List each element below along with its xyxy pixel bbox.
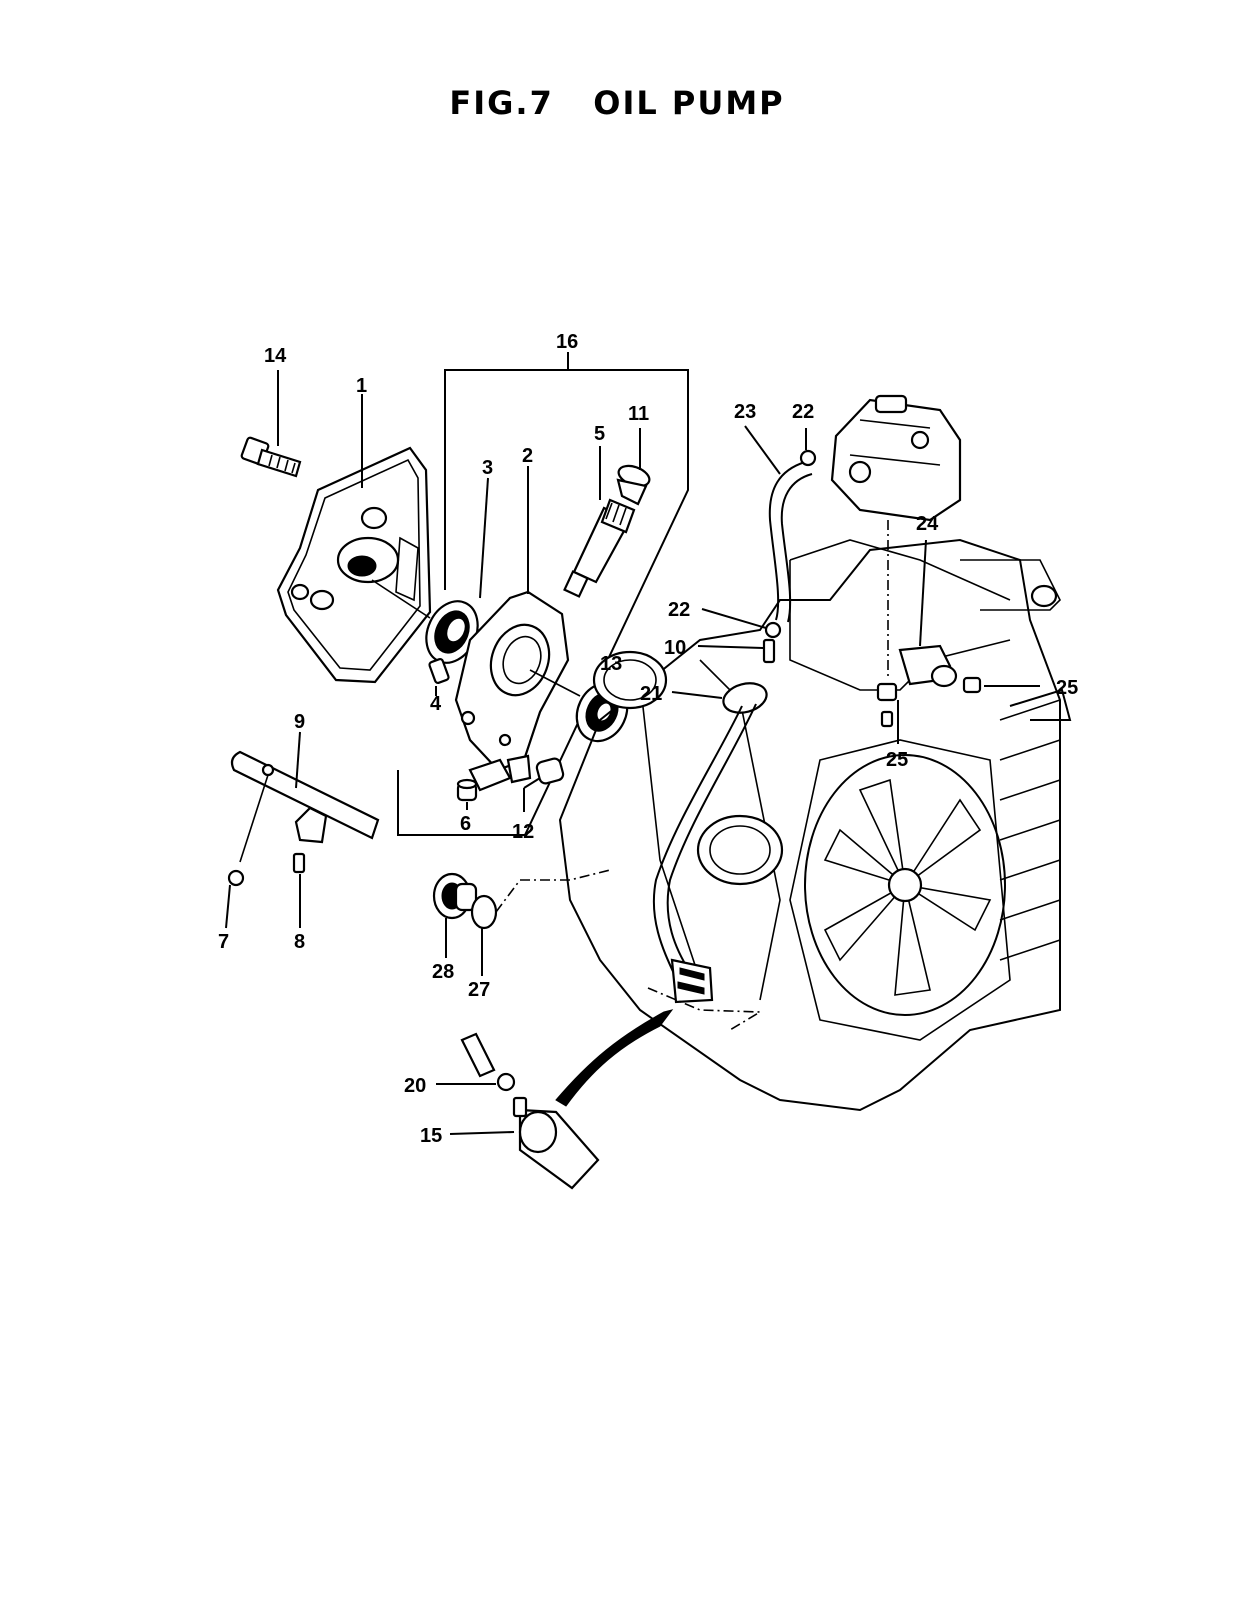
callout-22-lower: 22: [668, 599, 690, 621]
carburetor: [830, 394, 962, 680]
location-arrow: [555, 1009, 674, 1107]
callout-9: 9: [294, 711, 305, 733]
assembly-16-bracket: [397, 352, 689, 836]
callout-21: 21: [640, 683, 662, 705]
part-20-filter-nut: [436, 1032, 516, 1092]
callout-11: 11: [628, 403, 649, 425]
callout-8: 8: [294, 931, 305, 953]
callout-25-lower: 25: [886, 749, 908, 771]
callout-6: 6: [460, 813, 471, 835]
part-28-plug: [432, 872, 478, 958]
callout-27: 27: [468, 979, 490, 1001]
callout-23: 23: [734, 401, 756, 423]
part-8-pin: [292, 852, 306, 928]
part-21-grommet: [671, 682, 768, 714]
callout-12: 12: [512, 821, 534, 843]
part-15-oil-filter: [449, 1096, 600, 1190]
callout-4: 4: [430, 693, 442, 715]
part-1-cover-plate: [276, 394, 432, 684]
crankcase: [558, 538, 1072, 1112]
part-27-o-ring: [470, 869, 611, 976]
part-22-fitting-lower: [701, 608, 782, 639]
callout-28: 28: [432, 961, 454, 983]
part-25-clip-right: [962, 676, 1040, 694]
oil-suction-line: [647, 703, 763, 1031]
callout-7: 7: [218, 931, 229, 953]
part-4-pin: [428, 658, 450, 696]
part-22-fitting-top: [799, 428, 817, 467]
part-10-connector: [697, 638, 776, 664]
callout-24: 24: [916, 513, 939, 535]
part-9-adjuster: [230, 731, 380, 863]
callout-22-top: 22: [792, 401, 814, 423]
callout-1: 1: [356, 375, 367, 397]
callout-20: 20: [404, 1075, 426, 1097]
callout-2: 2: [522, 445, 533, 467]
callout-labels: 14 1 16 3 2 5 11 23 22 24 22 10 13 21 25…: [218, 331, 1078, 1147]
callout-15: 15: [420, 1125, 442, 1147]
flywheel-fan: [804, 754, 1006, 1016]
callout-10: 10: [664, 637, 686, 659]
figure-title: FIG.7 OIL PUMP: [449, 84, 785, 122]
part-12-plug: [523, 757, 565, 812]
part-25-clip-lower: [876, 682, 899, 744]
callout-25-right: 25: [1056, 677, 1078, 699]
part-24-bracket: [898, 539, 958, 688]
callout-16: 16: [556, 331, 578, 353]
callout-3: 3: [482, 457, 493, 479]
callout-13: 13: [600, 653, 622, 675]
part-2-pump-body: [454, 466, 581, 792]
callout-5: 5: [594, 423, 605, 445]
part-7-clip: [225, 869, 245, 929]
part-6-plug: [456, 778, 478, 810]
part-14-bolt: [240, 370, 302, 478]
part-11-cap: [616, 428, 651, 506]
callout-14: 14: [264, 345, 287, 367]
part-5-worm-shaft: [563, 446, 636, 598]
oil-hose-23: [744, 425, 813, 623]
